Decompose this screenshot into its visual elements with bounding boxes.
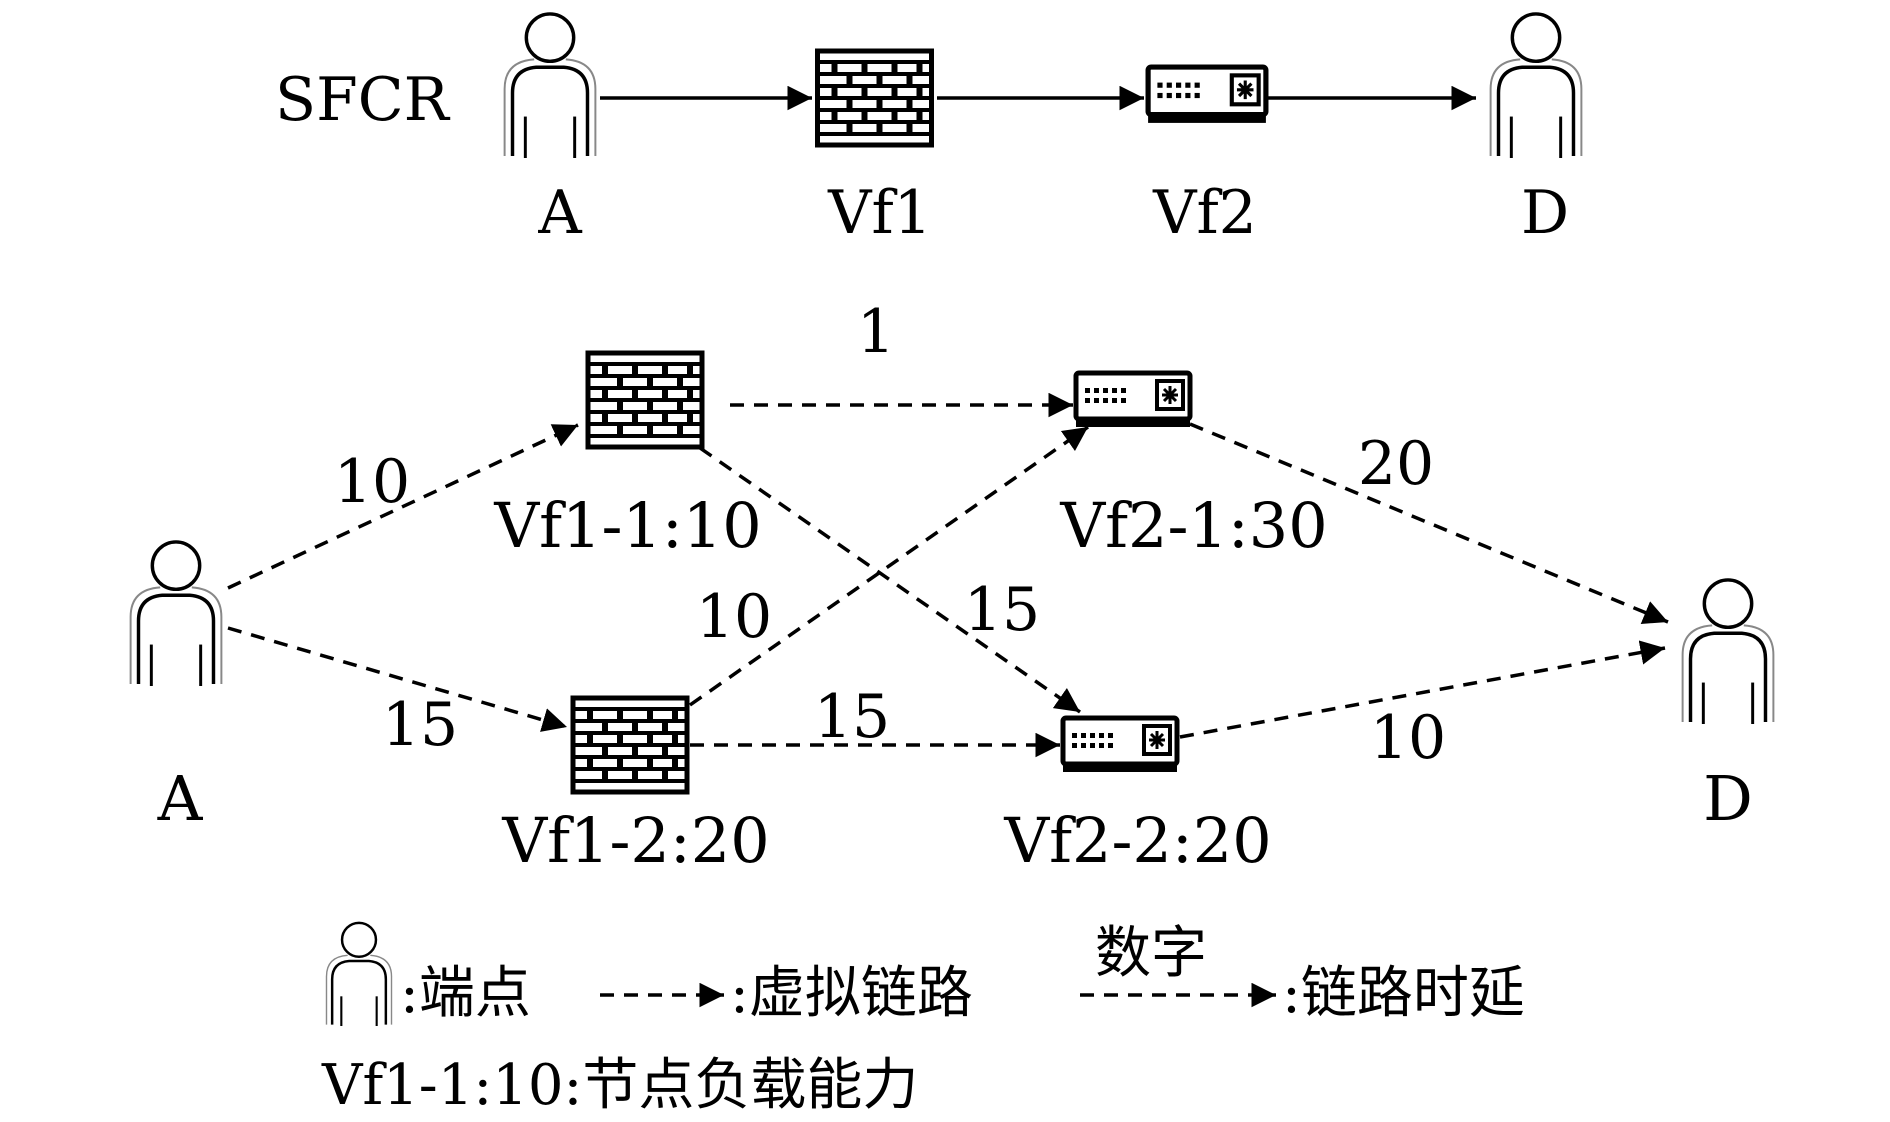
edge-a-vf1-1 bbox=[227, 423, 579, 590]
edge-vf1-2-vf2-1 bbox=[688, 425, 1090, 707]
firewall-icon-vf1-1 bbox=[588, 353, 702, 447]
user-icon-a bbox=[128, 540, 224, 686]
edge-vf2-2-d bbox=[1179, 640, 1666, 739]
legend-link-delay-label: :链路时延 bbox=[1282, 961, 1525, 1026]
edge-label-a-vf1-2: 15 bbox=[382, 690, 458, 760]
edge-label-vf2-2-d: 10 bbox=[1370, 703, 1446, 773]
sfcr-user-icon-d bbox=[1488, 12, 1584, 158]
sfcr-switch-icon-vf2 bbox=[1148, 67, 1266, 123]
sfcr-label: SFCR bbox=[275, 65, 451, 135]
edge-label-vf1-1-vf2-2: 15 bbox=[964, 575, 1040, 645]
legend-endpoint-label: :端点 bbox=[400, 961, 531, 1026]
legend-user-icon bbox=[325, 921, 393, 1026]
switch-icon-vf2-2 bbox=[1063, 718, 1177, 772]
firewall-icon-vf1-2 bbox=[573, 698, 687, 792]
node-label-vf2-2: Vf2-2:20 bbox=[1003, 804, 1271, 877]
edge-label-vf1-1-vf2-1: 1 bbox=[857, 297, 895, 367]
node-label-d: D bbox=[1703, 762, 1753, 835]
user-icon-d bbox=[1680, 578, 1776, 724]
sfcr-node-label-vf1: Vf1 bbox=[827, 178, 932, 248]
edge-label-a-vf1-1: 10 bbox=[334, 447, 410, 517]
node-label-vf1-1: Vf1-1:10 bbox=[493, 489, 761, 562]
sfcr-node-label-a: A bbox=[537, 178, 582, 248]
edge-vf1-1-vf2-2 bbox=[699, 446, 1081, 714]
legend-node-capacity-label: Vf1-1:10:节点负载能力 bbox=[321, 1053, 918, 1118]
sfcr-user-icon-a bbox=[502, 12, 598, 158]
legend-virtual-link-label: :虚拟链路 bbox=[730, 961, 973, 1026]
edge-a-vf1-2 bbox=[227, 626, 568, 732]
sfcr-chain: SFCR A Vf1 Vf2 D bbox=[275, 12, 1584, 248]
network-graph: A Vf1-1:10 Vf1-2:20 Vf2-1:30 Vf2-2:20 D … bbox=[128, 297, 1776, 877]
legend-number-label: 数字 bbox=[1095, 921, 1207, 986]
switch-icon-vf2-1 bbox=[1076, 373, 1190, 427]
node-label-vf2-1: Vf2-1:30 bbox=[1059, 489, 1327, 562]
node-label-a: A bbox=[157, 762, 204, 835]
edge-label-vf2-1-d: 20 bbox=[1358, 429, 1434, 499]
edge-label-vf1-2-vf2-1: 10 bbox=[696, 582, 772, 652]
legend: :端点 :虚拟链路 数字 :链路时延 Vf1-1:10:节点负载能力 bbox=[321, 921, 1525, 1118]
sfcr-node-label-d: D bbox=[1521, 178, 1569, 248]
node-label-vf1-2: Vf1-2:20 bbox=[501, 804, 769, 877]
sfcr-firewall-icon-vf1 bbox=[818, 51, 932, 145]
edge-label-vf1-2-vf2-2: 15 bbox=[814, 682, 890, 752]
sfcr-node-label-vf2: Vf2 bbox=[1152, 178, 1257, 248]
